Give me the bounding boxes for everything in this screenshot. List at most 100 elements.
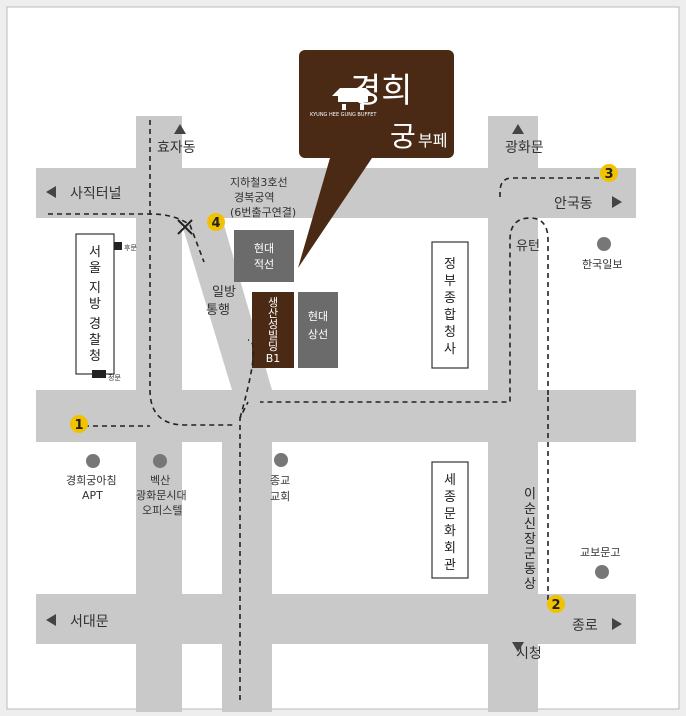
building-hyundai-jeokseon	[234, 230, 294, 282]
label-baeksan: 오피스텔	[142, 504, 182, 517]
admiral-label-char: 순	[524, 502, 536, 517]
building-sejong	[431, 461, 469, 579]
arrow-up-icon	[512, 124, 524, 134]
building-main-char: 성	[268, 318, 278, 331]
building-main-char: 산	[268, 307, 278, 320]
building-main-char: 생	[268, 296, 278, 309]
direction-arrows	[46, 124, 622, 652]
label-jongno: 종로	[572, 618, 598, 634]
logo-suffix-text: 부페	[418, 131, 447, 150]
label-kyohee-apt: APT	[82, 489, 103, 502]
admiral-label-char: 동	[524, 562, 536, 577]
gov-label-char: 정	[444, 257, 456, 272]
police-label-char: 방	[89, 297, 101, 312]
admiral-label-char: 신	[524, 517, 536, 532]
label-uturn: 유턴	[516, 239, 540, 254]
police-label-char: 경	[89, 317, 101, 332]
gov-label-char: 사	[444, 342, 456, 357]
building-main-floor: B1	[266, 352, 281, 365]
poi-dot	[153, 454, 167, 468]
poi-dot	[595, 565, 609, 579]
main-gate-icon	[92, 370, 106, 378]
police-label-char: 청	[89, 349, 101, 364]
marker-1[interactable]: 1	[70, 415, 88, 433]
label-kyohee-apt: 경희궁아침	[66, 474, 117, 487]
sejong-label-char: 문	[444, 507, 456, 522]
no-entry-x-icon	[177, 219, 193, 235]
logo-sub-text: 궁	[390, 120, 416, 153]
sejong-label-char: 회	[444, 541, 456, 556]
admiral-label-char: 장	[524, 532, 536, 547]
restaurant-logo: 경희 궁 부페 KYUNG HEE GUNG BUFFET	[298, 50, 454, 268]
road-network	[36, 116, 636, 712]
label-city-hall: 시청	[516, 646, 542, 662]
arrow-left-icon	[46, 614, 56, 626]
bldg-label: 적선	[254, 258, 274, 271]
poi-dot	[597, 237, 611, 251]
label-seodaemun: 서대문	[70, 614, 109, 630]
police-label-char: 지	[89, 281, 101, 296]
building-main-char: 빌	[268, 329, 278, 342]
marker-4[interactable]: 4	[207, 213, 225, 231]
label-sajik-tunnel: 사직터널	[70, 186, 122, 202]
arrow-left-icon	[46, 186, 56, 198]
building-main-char: 딩	[268, 340, 278, 353]
admiral-label-char: 이	[524, 487, 536, 502]
gov-label-char: 청	[444, 325, 456, 340]
sejong-label-char: 세	[444, 473, 456, 488]
poi-dot	[274, 453, 288, 467]
label-anguk: 안국동	[554, 196, 593, 212]
label-oneway: 일방	[212, 285, 236, 300]
marker-3[interactable]: 3	[600, 164, 618, 182]
label-baeksan: 광화문시대	[136, 489, 187, 502]
building-hyundai-sangseon	[298, 292, 338, 368]
building-gov-complex	[431, 241, 469, 369]
svg-text:4: 4	[211, 216, 220, 231]
label-oneway: 통행	[206, 302, 230, 318]
route-lines	[48, 120, 608, 700]
gov-label-char: 종	[444, 291, 456, 306]
gov-label-char: 부	[444, 274, 456, 289]
bldg-label: 현대	[254, 242, 274, 255]
label-hyoja: 효자동	[157, 140, 196, 156]
police-label-char: 찰	[89, 333, 101, 348]
logo-tagline: KYUNG HEE GUNG BUFFET	[310, 112, 377, 118]
admiral-label-char: 상	[524, 577, 536, 592]
label-jonggyo: 교회	[270, 490, 290, 503]
arrow-up-icon	[174, 124, 186, 134]
sejong-label-char: 종	[444, 490, 456, 505]
sejong-label-char: 화	[444, 524, 456, 539]
marker-2[interactable]: 2	[547, 595, 565, 613]
roof-icon	[332, 88, 374, 110]
bldg-label: 현대	[308, 310, 328, 323]
label-main-gate: 정문	[108, 373, 121, 382]
svg-text:3: 3	[604, 167, 613, 182]
bldg-label: 상선	[308, 328, 328, 341]
label-kyobo: 교보문고	[580, 546, 620, 559]
label-subway-exit: (6번출구연결)	[230, 206, 296, 219]
arrow-right-icon	[612, 618, 622, 630]
label-baeksan: 벡산	[150, 474, 170, 487]
label-subway-station: 경복궁역	[234, 191, 274, 204]
admiral-label-char: 군	[524, 547, 536, 562]
arrow-right-icon	[612, 196, 622, 208]
label-hanguk-ilbo: 한국일보	[582, 257, 622, 271]
label-gwanghwamun: 광화문	[505, 140, 544, 156]
sejong-label-char: 관	[444, 558, 456, 573]
label-jonggyo: 종교	[270, 474, 290, 487]
svg-text:2: 2	[551, 598, 560, 613]
back-gate-icon	[114, 242, 122, 250]
svg-text:1: 1	[74, 418, 83, 433]
label-back-gate: 후문	[124, 244, 137, 252]
police-label-char: 울	[89, 261, 101, 276]
poi-dot	[86, 454, 100, 468]
building-saengsanseong	[252, 292, 294, 368]
gov-label-char: 합	[444, 308, 456, 323]
